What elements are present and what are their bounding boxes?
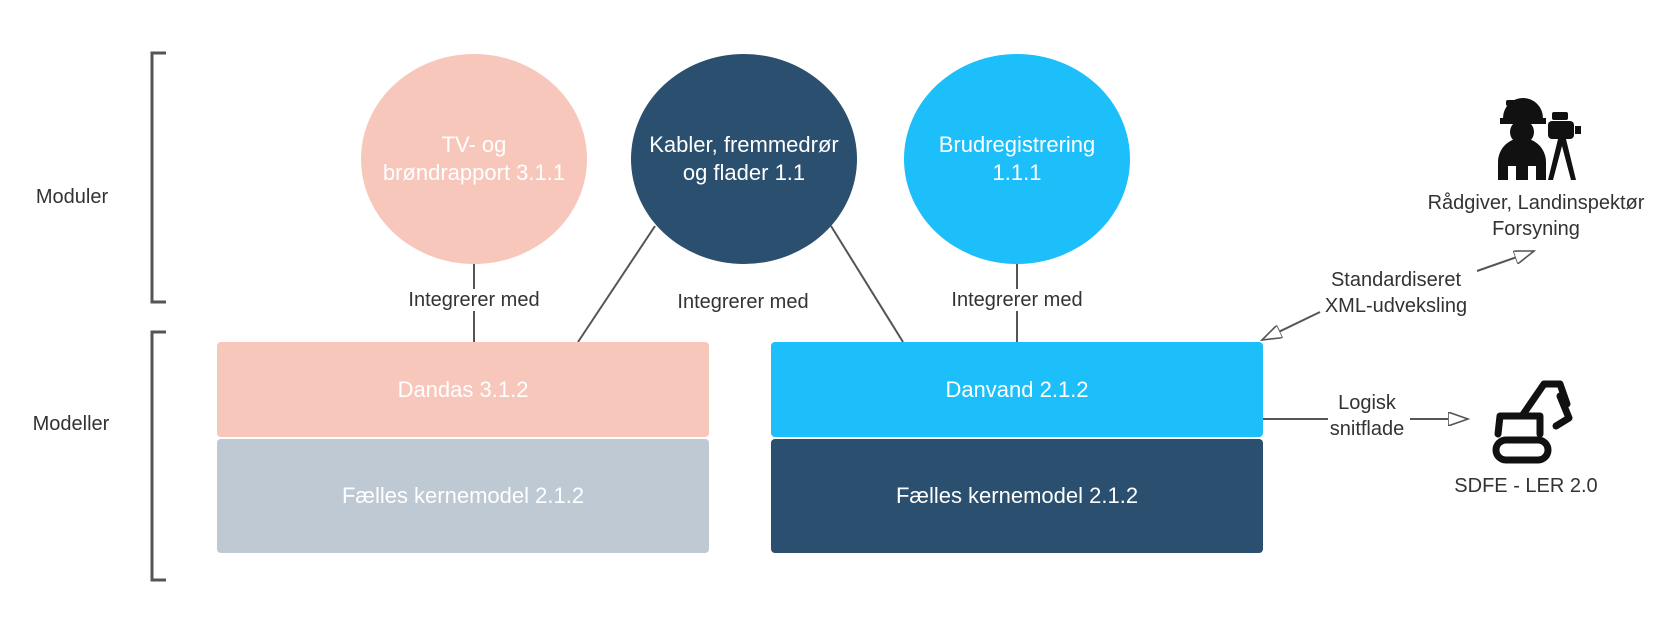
module-kabler-line1: Kabler, fremmedrør [649,132,839,157]
module-brud-line2: 1.1.1 [992,160,1042,185]
models-bracket [150,330,166,582]
xml-exchange-line1: Standardiseret [1330,269,1462,291]
excavator-icon [1492,380,1573,464]
model-danvand: Danvand 2.1.2 [771,342,1263,437]
module-brud-line1: Brudregistrering [938,132,1096,157]
integration-label-center: Integrerer med [677,291,809,313]
connector-line-kabler-left [577,225,656,343]
model-common-right: Fælles kernemodel 2.1.2 [771,439,1263,553]
modules-label: Moduler [35,186,109,208]
logical-interface-label: Logisk snitflade [1319,390,1415,442]
surveyor-icon [1498,98,1581,180]
xml-exchange-line2: XML-udveksling [1324,295,1468,317]
models-label: Modeller [32,413,110,435]
advisor-label-line2: Forsyning [1492,218,1580,240]
module-tv-line1: TV- og [441,132,507,157]
model-common-left: Fælles kernemodel 2.1.2 [217,439,709,553]
xml-exchange-label: Standardiseret XML-udveksling [1306,267,1486,319]
sdfe-label: SDFE - LER 2.0 [1454,475,1598,497]
logical-interface-line1: Logisk [1338,392,1396,414]
module-kabler-line2: og flader 1.1 [682,160,806,185]
module-tv-brondrapport: TV- og brøndrapport 3.1.1 [361,54,587,264]
advisor-label-line1: Rådgiver, Landinspektør [1427,192,1645,214]
model-dandas: Dandas 3.1.2 [217,342,709,437]
module-brudregistrering: Brudregistrering 1.1.1 [904,54,1130,264]
logical-interface-line2: snitflade [1329,418,1405,440]
integration-label-left: Integrerer med [408,289,540,311]
xml-arrow-to-advisor [1476,250,1534,272]
module-tv-line2: brøndrapport 3.1.1 [382,160,566,185]
advisor-label: Rådgiver, Landinspektør Forsyning [1406,190,1666,242]
connector-line-kabler-right [830,225,904,343]
integration-label-right: Integrerer med [951,289,1083,311]
module-kabler: Kabler, fremmedrør og flader 1.1 [631,54,857,264]
modules-bracket [150,51,166,304]
xml-arrow-to-danvand [1262,311,1321,340]
